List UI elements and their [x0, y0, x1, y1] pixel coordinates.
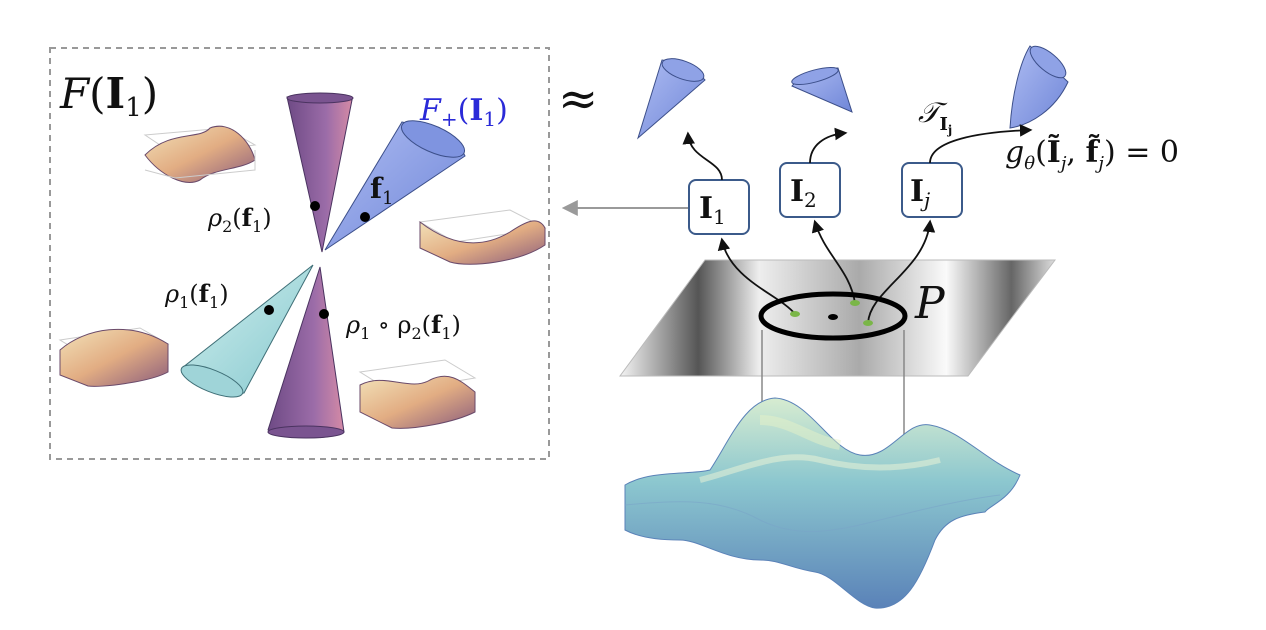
- svg-text:I1: I1: [699, 191, 726, 229]
- terrain-surface: [624, 397, 1021, 609]
- point-f1: [360, 212, 370, 222]
- label-rho2-f1: ρ2(f1): [207, 203, 272, 236]
- constraint-equation: gθ(Ĩj, f̃j) = 0: [1005, 134, 1179, 174]
- cone-cyan-lower: [180, 264, 314, 398]
- patch-center-dot: [828, 314, 838, 320]
- patch-ring: [758, 291, 908, 341]
- surface-thumb-bottom-right: [358, 359, 477, 429]
- patch-pixel-dot-1: [790, 311, 800, 317]
- arrow-nodej-constraint: [929, 124, 1033, 164]
- point-rho1: [264, 305, 274, 315]
- cone-top-3: [1009, 45, 1069, 129]
- patch-label: P: [914, 278, 946, 329]
- surface-thumb-bottom-left: [58, 327, 170, 387]
- image-node-1: I1: [688, 179, 750, 235]
- approx-symbol: ≈: [558, 71, 598, 127]
- label-rho1-rho2-f1: ρ1 ∘ ρ2(f1): [345, 310, 461, 343]
- arrow-node1-cone1: [682, 131, 723, 181]
- arrow-patch-node1: [717, 237, 796, 315]
- svg-text:Ij: Ij: [910, 174, 930, 212]
- arrow-node2-cone2: [809, 127, 848, 164]
- surface-thumb-top-left: [143, 125, 257, 183]
- label-f1: f1: [370, 172, 394, 209]
- surface-thumb-right: [418, 209, 547, 265]
- patch-pixel-dot-2: [850, 300, 860, 306]
- image-node-j: Ij: [901, 162, 963, 218]
- point-rho1rho2: [319, 309, 329, 319]
- point-rho2: [310, 201, 320, 211]
- image-node-2: I2: [779, 162, 841, 218]
- transform-label: 𝒯Ij: [918, 96, 952, 137]
- left-panel-border: [49, 47, 550, 460]
- f-plus-label: F+(I1): [419, 93, 508, 131]
- cone-purple-upper: [286, 92, 354, 253]
- panel-title: F(I1): [59, 69, 158, 123]
- label-rho1-f1: ρ1(f1): [164, 279, 229, 312]
- cone-top-2: [791, 67, 853, 113]
- cone-top-1: [637, 58, 706, 140]
- svg-text:I2: I2: [790, 174, 817, 212]
- patch-pixel-dot-3: [863, 320, 873, 326]
- arrow-patch-nodej: [867, 219, 936, 324]
- cone-blue-upper: [324, 120, 466, 251]
